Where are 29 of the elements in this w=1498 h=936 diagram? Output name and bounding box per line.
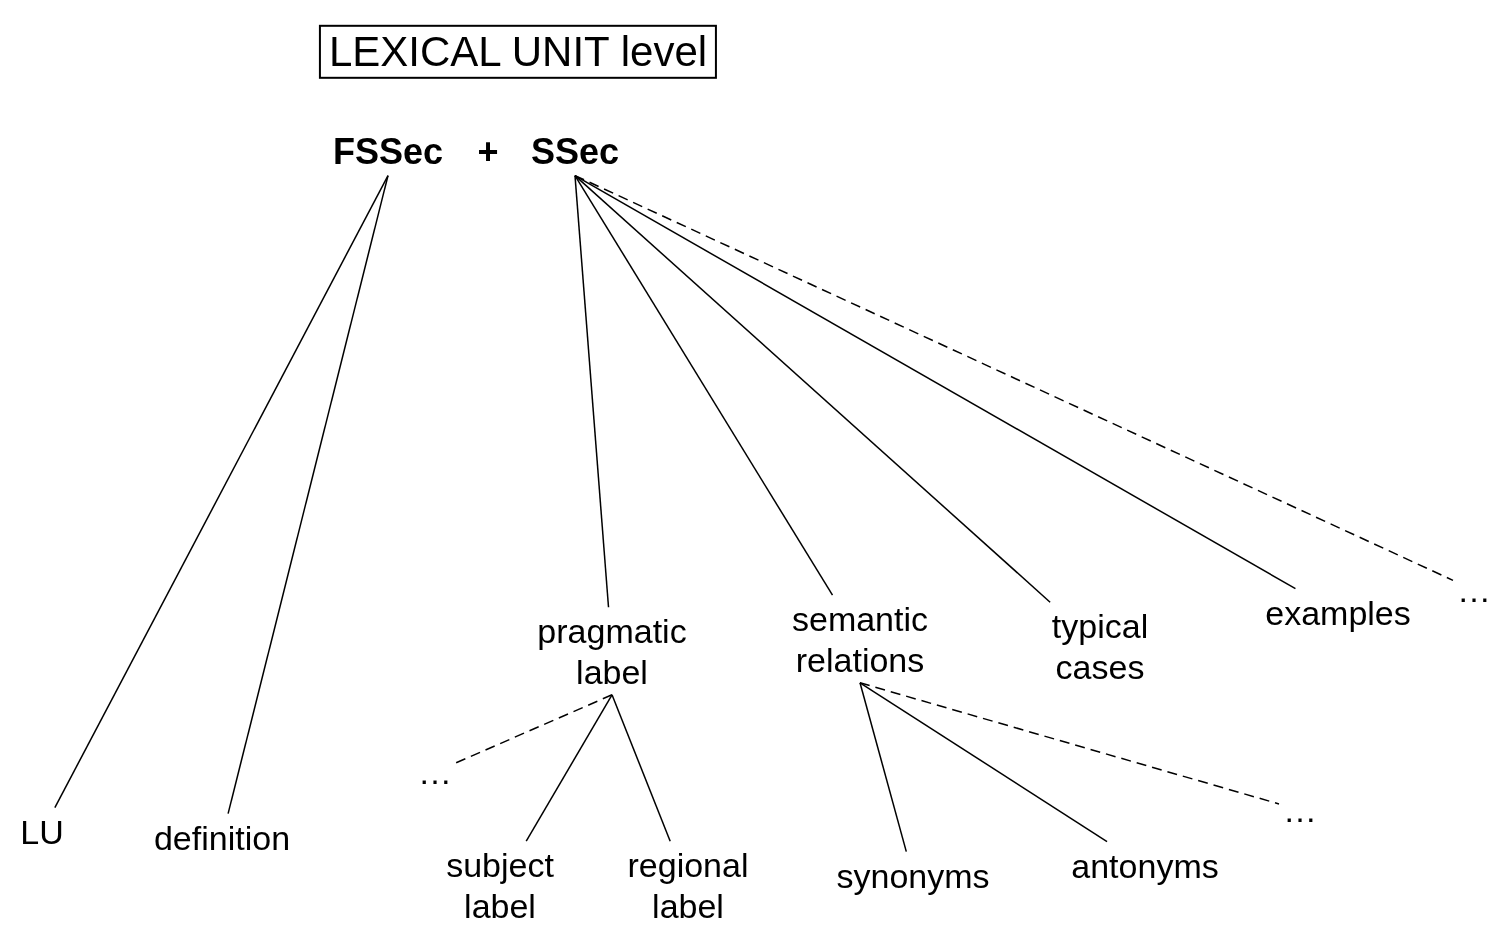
node-label: synonyms <box>836 855 990 897</box>
node-label: LU <box>20 811 64 853</box>
node-label: antonyms <box>1071 845 1219 887</box>
title-box: LEXICAL UNIT level <box>318 24 718 80</box>
connector-line <box>574 174 1454 582</box>
connector-line <box>525 694 613 842</box>
connector-line <box>859 682 908 853</box>
node-label: semantic relations <box>772 599 948 681</box>
plus-sign: + <box>477 130 499 174</box>
node-label: definition <box>153 817 291 859</box>
node-label: FSSec <box>332 130 444 174</box>
connector-line <box>574 174 1051 603</box>
connector-line <box>54 174 389 809</box>
ellipsis: … <box>418 751 452 793</box>
connector-line <box>227 174 389 815</box>
node-label: SSec <box>530 130 620 174</box>
connector-line <box>611 694 671 842</box>
node-label: subject label <box>440 845 560 927</box>
connector-line <box>574 174 610 608</box>
connector-line <box>574 174 834 596</box>
node-label: examples <box>1265 592 1411 634</box>
connector-line <box>859 682 1280 805</box>
node-label: pragmatic label <box>524 611 700 693</box>
node-label: regional label <box>618 845 758 927</box>
ellipsis: … <box>1283 789 1317 831</box>
ellipsis: … <box>1457 569 1491 611</box>
connector-line <box>455 694 613 764</box>
node-label: typical cases <box>1035 606 1165 688</box>
connector-line <box>859 682 1108 843</box>
